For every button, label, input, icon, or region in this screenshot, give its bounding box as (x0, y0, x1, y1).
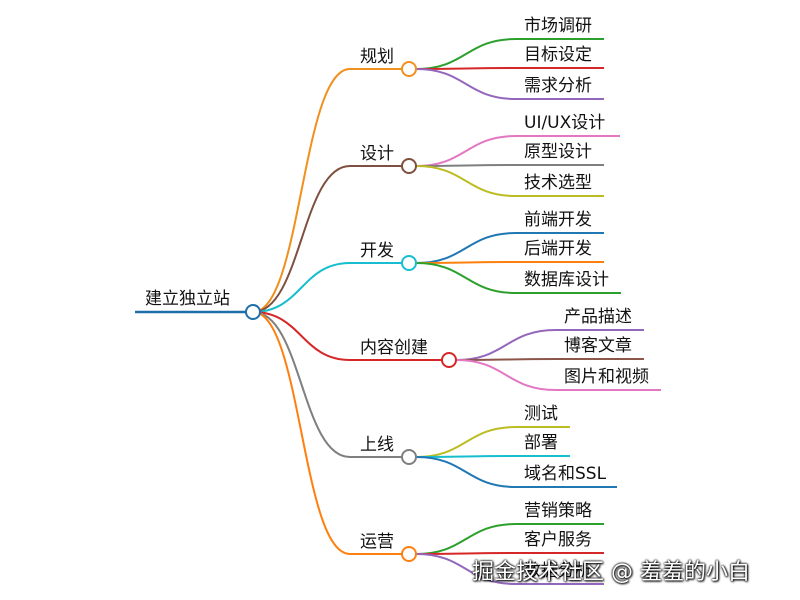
branch-node-circle (401, 61, 417, 77)
branch-label: 开发 (360, 241, 394, 261)
leaf-label: 目标设定 (524, 45, 592, 65)
edge-root-to-4 (252, 311, 351, 458)
edge-branch-child (415, 262, 517, 294)
branch-node-circle (401, 546, 417, 562)
edge-branch-child (415, 523, 517, 555)
edge-root-to-1 (252, 165, 351, 313)
leaf-label: 部署 (524, 433, 558, 453)
edge-branch-child (415, 426, 517, 458)
leaf-label: 后端开发 (524, 239, 592, 259)
leaf-label: 域名和SSL (524, 464, 607, 484)
branch-label: 内容创建 (360, 338, 428, 358)
branch-node-circle (401, 449, 417, 465)
leaf-label: 测试 (524, 404, 558, 424)
leaf-label: 营销策略 (524, 501, 592, 521)
leaf-label: 市场调研 (524, 16, 592, 36)
leaf-label: 前端开发 (524, 210, 592, 230)
edge-root-to-0 (252, 68, 351, 313)
leaf-label: 数据分析 (524, 561, 592, 581)
edge-root-to-3 (252, 311, 351, 361)
leaf-label: 客户服务 (524, 530, 592, 550)
edge-root-to-2 (252, 262, 351, 313)
edge-branch-child (415, 455, 517, 458)
branch-label: 设计 (360, 144, 394, 164)
edge-branch-child (415, 165, 517, 197)
edge-branch-child (415, 68, 517, 100)
branch-label: 规划 (360, 47, 394, 67)
branch-label: 运营 (360, 532, 394, 552)
root-node-circle (245, 304, 261, 320)
leaf-label: 产品描述 (564, 307, 632, 327)
branch-label: 上线 (360, 435, 394, 455)
edge-branch-child (415, 135, 517, 167)
leaf-label: UI/UX设计 (524, 113, 605, 133)
leaf-label: 技术选型 (524, 173, 592, 193)
edge-branch-child (415, 38, 517, 70)
edge-branch-child (415, 553, 517, 585)
branch-node-circle (441, 352, 457, 368)
edge-branch-child (415, 261, 517, 264)
branch-node-circle (401, 158, 417, 174)
leaf-label: 博客文章 (564, 336, 632, 356)
edge-branch-child (415, 232, 517, 264)
edge-branch-child (455, 359, 557, 391)
edge-branch-child (455, 329, 557, 361)
edge-branch-child (455, 358, 557, 361)
root-label: 建立独立站 (145, 289, 230, 309)
edge-branch-child (415, 456, 517, 488)
watermark: 掘金技术社区 @ 羞羞的小白 (472, 560, 750, 585)
branch-node-circle (401, 255, 417, 271)
leaf-label: 图片和视频 (564, 367, 649, 387)
leaf-label: 数据库设计 (524, 270, 609, 290)
leaf-label: 原型设计 (524, 142, 592, 162)
leaf-label: 需求分析 (524, 76, 592, 96)
edge-branch-child (415, 67, 517, 70)
edge-branch-child (415, 164, 517, 167)
edge-root-to-5 (252, 311, 351, 555)
